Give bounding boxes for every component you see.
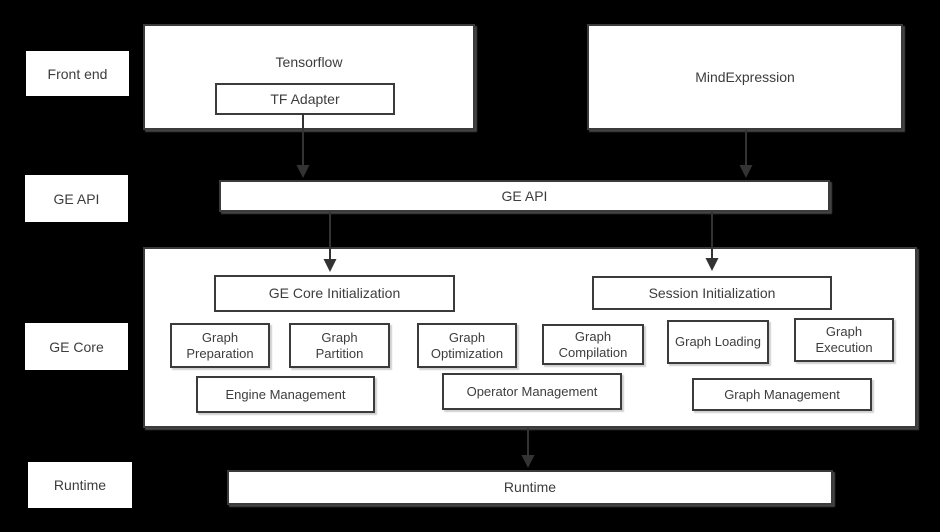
module-graph-loading: Graph Loading [667,320,769,364]
arrow-ge-core-to-runtime [521,428,535,468]
module-graph-optimization: Graph Optimization [417,323,517,368]
session-initialization-box: Session Initialization [592,276,832,310]
ge-api-bar: GE API [219,180,830,212]
tensorflow-title: Tensorflow [275,54,343,70]
mindexpression-box: MindExpression [587,24,903,130]
runtime-bar: Runtime [227,470,833,505]
engine-management-box: Engine Management [196,376,375,413]
module-graph-execution: Graph Execution [794,318,894,362]
row-label-runtime: Runtime [28,462,132,508]
row-label-ge-api: GE API [25,175,128,222]
arrow-mindexpression-to-ge-api [739,130,753,178]
tensorflow-box: Tensorflow TF Adapter [143,24,475,130]
tensorflow-box-inner: Tensorflow TF Adapter [145,26,473,128]
ge-core-initialization-box: GE Core Initialization [214,275,455,312]
tf-adapter-box: TF Adapter [215,83,395,115]
row-label-front-end: Front end [26,51,129,96]
ge-core-box: GE Core Initialization Session Initializ… [143,247,917,428]
operator-management-box: Operator Management [442,373,622,410]
module-graph-compilation: Graph Compilation [542,324,644,365]
row-label-ge-core: GE Core [25,323,128,370]
ge-core-box-inner: GE Core Initialization Session Initializ… [145,249,915,426]
module-graph-preparation: Graph Preparation [170,323,270,368]
graph-management-box: Graph Management [692,378,872,411]
module-graph-partition: Graph Partition [289,323,390,368]
